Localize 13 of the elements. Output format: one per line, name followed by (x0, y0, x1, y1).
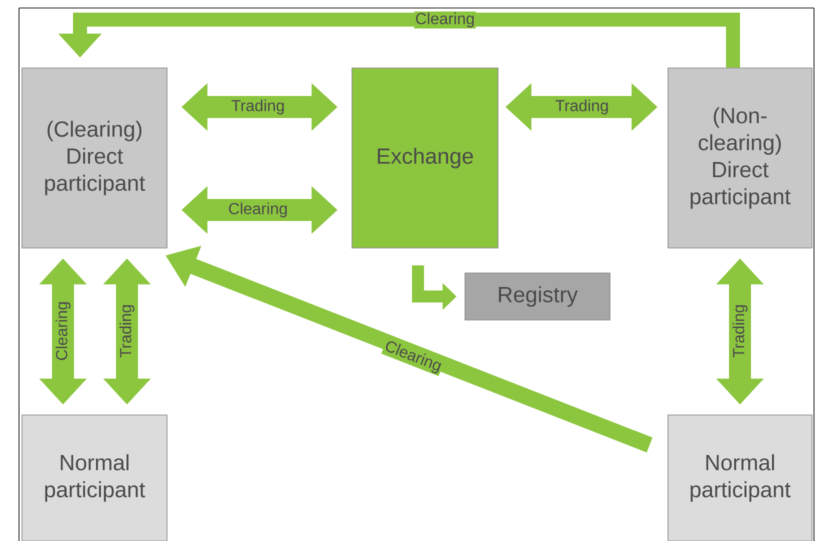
edge-label: Clearing (414, 12, 476, 28)
edge-label: Trading (554, 98, 610, 116)
participant-box: (Clearing) Direct participant (22, 68, 168, 248)
participant-box: Normal participant (22, 414, 168, 541)
edge-label: Trading (230, 98, 286, 116)
participant-box: Normal participant (668, 414, 812, 541)
participant-box: (Non-clearing) Direct participant (668, 68, 812, 248)
edge-label: Trading (118, 303, 136, 359)
exchange-box: Exchange (352, 68, 498, 248)
edge-label: Clearing (227, 202, 289, 218)
registry-box: Registry (464, 272, 610, 320)
edge-label: Trading (732, 303, 748, 359)
edge-label: Clearing (54, 300, 72, 362)
